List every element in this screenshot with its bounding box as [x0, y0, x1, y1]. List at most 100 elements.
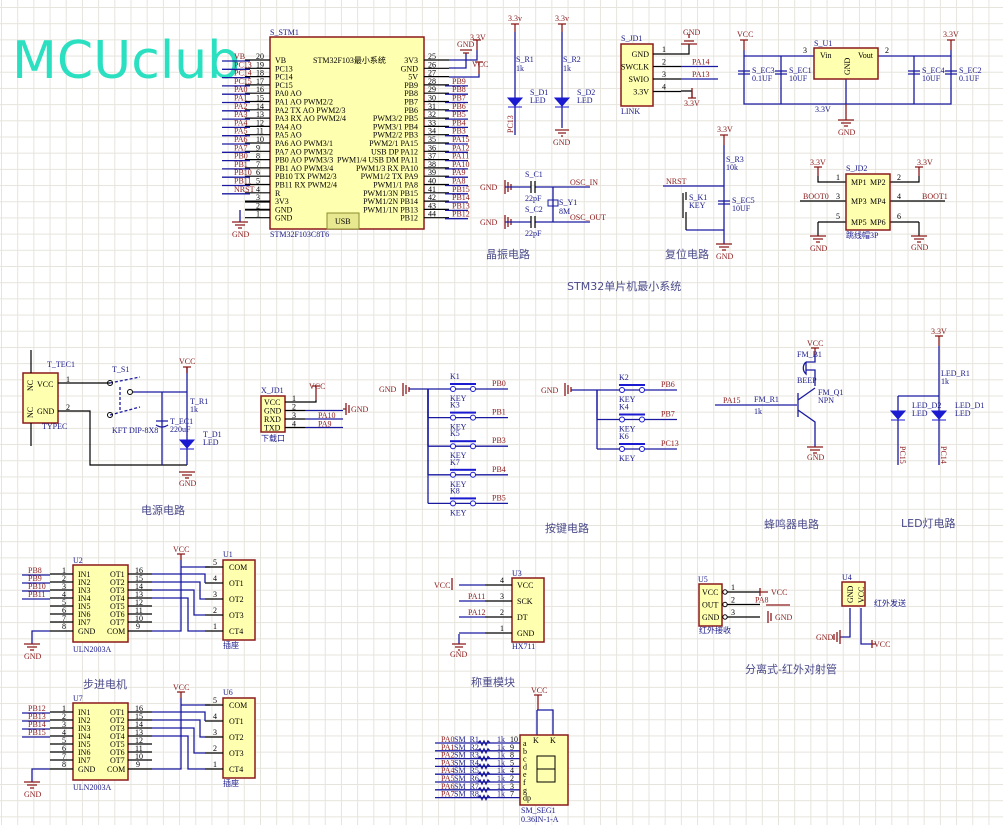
pin-number: 43	[428, 201, 436, 210]
net-label: PC14	[939, 446, 948, 464]
crystal-circuit[interactable]: GND GND S_C1 22pF S_C2 22pF S_Y1 8M OSC_…	[480, 170, 606, 261]
key-contact	[470, 443, 476, 450]
boot-ref: S_JD2	[846, 164, 867, 173]
power-circuit[interactable]: T_TEC1 TYPEC VCC GND NC NC 1 2 T_S1 KFT …	[22, 350, 222, 517]
keys-circuit[interactable]: GND GND 按键电路 K1KEYPB0K3KEYPB1K5KEYPB3K7K…	[379, 372, 679, 535]
led-icon	[506, 97, 571, 108]
resistor-ref: T_R1	[190, 397, 208, 406]
pin-name: PA5 AO	[275, 131, 302, 140]
swd-ref: S_JD1	[621, 34, 642, 43]
key-icon	[450, 440, 476, 443]
cap-value: 10UF	[732, 204, 751, 213]
pin-name: OT2	[229, 595, 244, 604]
typec-part: TYPEC	[42, 422, 67, 431]
pin-number: 10	[256, 135, 264, 144]
pin-number: 26	[428, 60, 436, 69]
section-title: 按键电路	[545, 521, 589, 535]
net-label: PA7	[441, 790, 455, 799]
pin-name: SWCLK	[621, 63, 649, 72]
resistor-ref: S_R1	[516, 55, 534, 64]
power-icon	[720, 134, 728, 145]
pin-number: 2	[500, 608, 504, 617]
pin-name: PWM1/4 USB DM PA11	[337, 156, 418, 165]
net-label: PB10	[28, 582, 46, 591]
net-label: PA10	[452, 160, 470, 169]
net-label: GND	[457, 40, 475, 49]
pin-number: 2	[731, 596, 735, 605]
reset-circuit[interactable]: 3.3V S_R3 10k S_K1 KEY S_EC5 10UF NRST G…	[663, 125, 755, 261]
net-label: PB10	[234, 168, 252, 177]
led-circuit[interactable]: 3.3V LED_R1 1k LED_D2 LED LED_D1 LED PC1…	[889, 327, 984, 530]
pin-name: IN5	[78, 602, 90, 611]
supply-wires	[449, 50, 480, 78]
pin-name: IN4	[78, 594, 90, 603]
segment-name: f	[523, 778, 526, 787]
power-icon	[511, 23, 566, 32]
boot-jumper[interactable]: 3.3V 3.3V S_JD2 跳线帽3P MP1 MP2 MP3 MP4 MP…	[800, 158, 948, 253]
gnd-wire	[31, 768, 50, 782]
buzzer-circuit[interactable]: VCC FM_B1 BEEP FM_Q1 NPN PA15 FM_R1 1k G…	[715, 339, 843, 531]
pin-name: OT1	[229, 717, 244, 726]
section-title: 复位电路	[665, 247, 709, 261]
cap-ref: S_C2	[525, 205, 543, 214]
pin-name: SWIO	[629, 75, 650, 84]
cap-value: 0.1UF	[959, 74, 980, 83]
switch-ref: T_S1	[112, 365, 129, 374]
ground-icon	[179, 471, 195, 479]
pin-name: OT7	[110, 756, 125, 765]
segment-name: c	[523, 755, 527, 764]
key-icon	[682, 192, 687, 230]
pin-number: 2	[510, 774, 514, 783]
key-type: KEY	[450, 423, 467, 432]
pin-number: 1	[662, 45, 666, 54]
ir-tx-wires	[840, 608, 872, 645]
net-label: PB13	[452, 201, 470, 210]
net-label: PB9	[28, 574, 42, 583]
net-label: PA15	[452, 135, 470, 144]
pin-name: SCK	[517, 597, 533, 606]
pin-number: 38	[428, 160, 436, 169]
pin-number: 1	[62, 566, 66, 575]
net-label: GND	[683, 28, 701, 37]
pin-number: 2	[885, 46, 889, 55]
pin-name: MP3	[851, 197, 867, 206]
net-label: PB9	[452, 77, 466, 86]
pin-number: 15	[135, 574, 143, 583]
key-icon	[619, 413, 645, 416]
led-icon	[889, 410, 948, 421]
mcu-stm32[interactable]: S_STM1 STM32F103最小系统 USB STM32F103C8T6 V…	[222, 28, 488, 239]
pin-name: PWM1/3N PB15	[363, 189, 418, 198]
pin-name: OUT	[702, 601, 719, 610]
switch-terminal	[127, 389, 133, 395]
led-ref: S_D1	[530, 88, 548, 97]
key-contact	[450, 386, 456, 392]
vcc-wire	[152, 560, 210, 632]
resistor-icon	[477, 747, 491, 755]
pin-number: 14	[256, 102, 264, 111]
resistor-ref: FM_R1	[754, 395, 779, 404]
status-led-circuit[interactable]: 3.3v 3.3v S_R1 1k S_R2 1k S_D1 LED S_D2 …	[506, 14, 595, 147]
conn-body	[222, 697, 256, 779]
swd-connector[interactable]: S_JD1 LINK 1GND2SWCLKPA143SWIOPA1343.3V …	[620, 28, 718, 116]
net-label: 3.3V	[810, 158, 826, 167]
resistor-value: 1k	[497, 790, 505, 799]
net-label: PB1	[492, 408, 506, 417]
pin-name: GND	[264, 407, 282, 416]
pin-number: 5	[510, 758, 514, 767]
mcu-part: STM32F103C8T6	[270, 230, 329, 239]
key-contact	[639, 416, 645, 423]
pin-number: 25	[428, 52, 436, 61]
regulator-circuit[interactable]: VCC 3.3V S_U1 Vin Vout GND 3 2 S_EC3 0.1…	[737, 30, 982, 137]
pin-name: MP6	[870, 218, 886, 227]
segment-name: g	[523, 786, 527, 795]
